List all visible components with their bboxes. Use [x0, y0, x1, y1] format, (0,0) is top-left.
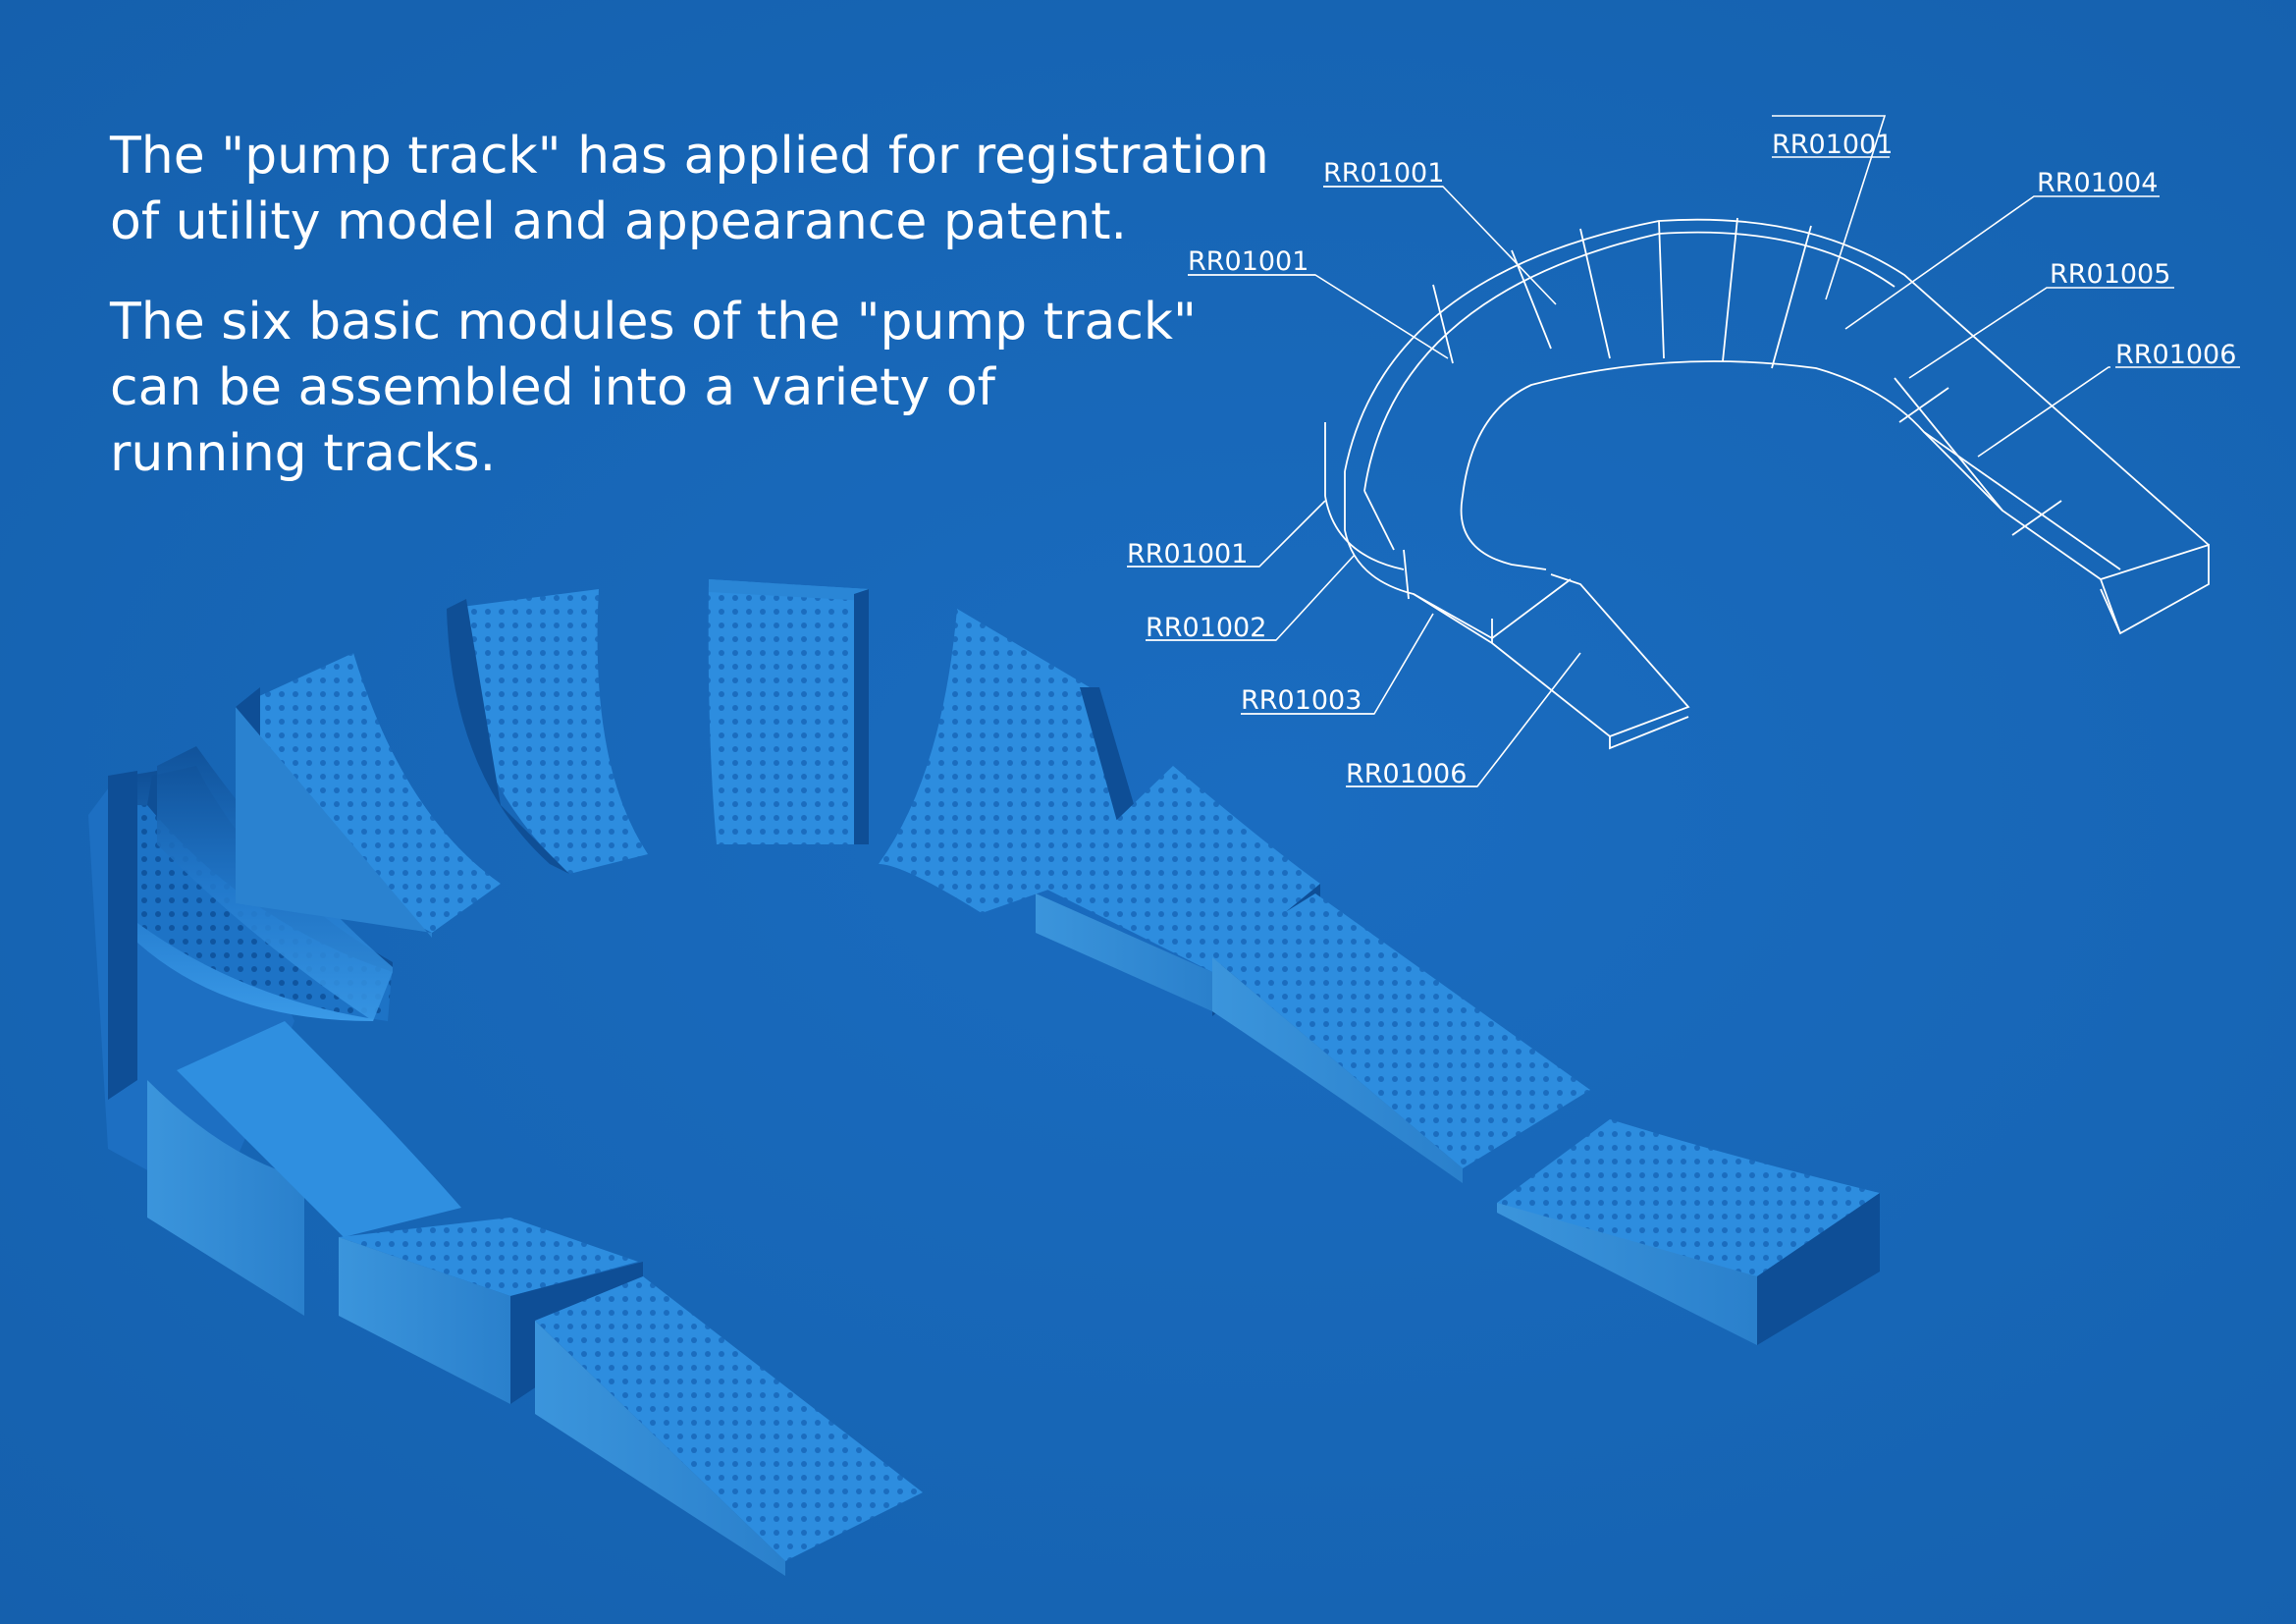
diagram-outline	[1324, 217, 2210, 750]
callout-label-7: RR01001	[1127, 539, 1248, 569]
callout-label-9: RR01003	[1241, 685, 1362, 716]
callout-label-3: RR01004	[2037, 168, 2158, 198]
label-underlines	[1127, 156, 2240, 787]
module-left-1	[147, 1021, 461, 1316]
callout-label-5: RR01005	[2050, 259, 2170, 290]
callout-label-6: RR01006	[2115, 340, 2236, 370]
callout-label-1: RR01001	[1323, 158, 1444, 189]
intro-text: The "pump track" has applied for registr…	[110, 124, 1298, 487]
module-right-3	[1497, 1119, 1880, 1345]
intro-paragraph-2: The six basic modules of the "pump track…	[110, 293, 1197, 483]
callout-label-10: RR01006	[1346, 759, 1467, 789]
module-curve-7	[708, 579, 869, 844]
module-curve-6	[447, 589, 648, 874]
module-left-3	[535, 1276, 923, 1576]
module-curve-5	[236, 653, 501, 938]
callout-label-4: RR01001	[1188, 246, 1308, 277]
intro-paragraph-1: The "pump track" has applied for registr…	[110, 127, 1269, 251]
module-right-2	[1212, 893, 1590, 1183]
callout-label-2: RR01001	[1772, 130, 1893, 160]
callout-label-8: RR01002	[1146, 613, 1266, 643]
